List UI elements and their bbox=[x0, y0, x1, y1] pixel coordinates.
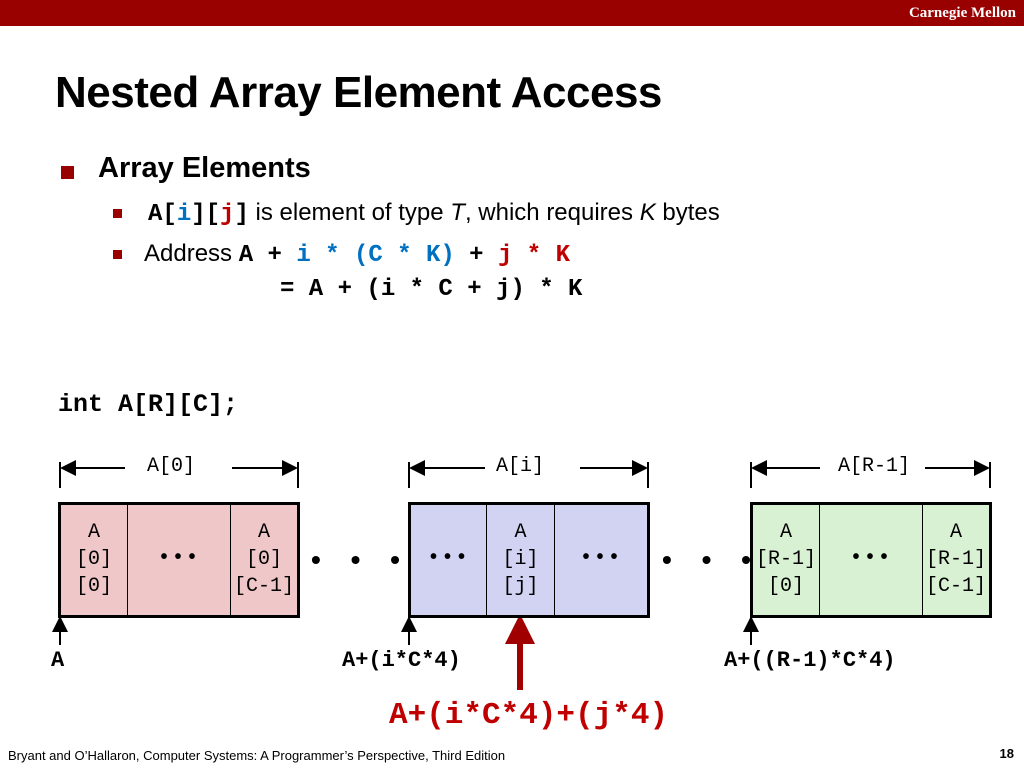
address-label: Address bbox=[144, 240, 239, 267]
sub-bullet-element-type: A[i][j] is element of type T, which requ… bbox=[148, 199, 720, 228]
address-formula-line2: = A + (i * C + j) * K bbox=[280, 276, 583, 303]
code-a-open: A[ bbox=[148, 201, 177, 228]
address-base: A + bbox=[238, 242, 297, 269]
code-close: ] bbox=[234, 201, 249, 228]
row-label-ai: A[i] bbox=[496, 455, 545, 478]
cell-text: [0] bbox=[75, 548, 112, 571]
element-ellipsis: ••• bbox=[819, 504, 923, 616]
address-ai: A+(i*C*4) bbox=[342, 648, 461, 673]
target-address: A+(i*C*4)+(j*4) bbox=[389, 698, 669, 733]
element-a-i-j: A [i] [j] bbox=[486, 504, 555, 616]
address-ar1: A+((R-1)*C*4) bbox=[724, 648, 896, 673]
text-part: is element of type bbox=[248, 199, 451, 226]
code-mid: ][ bbox=[191, 201, 221, 228]
cell-text: [0] bbox=[75, 575, 112, 598]
element-ellipsis: ••• bbox=[127, 504, 231, 616]
outer-ellipsis: • • • bbox=[311, 544, 411, 575]
bullet-array-elements: Array Elements bbox=[98, 152, 311, 184]
slide-title: Nested Array Element Access bbox=[55, 68, 662, 117]
cell-text: [i] bbox=[502, 548, 539, 571]
address-col-offset: j * K bbox=[497, 242, 570, 269]
element-a-r1-c1: A [R-1] [C-1] bbox=[922, 504, 990, 616]
element-a-r1-0: A [R-1] [0] bbox=[752, 504, 820, 616]
cell-text: [0] bbox=[245, 548, 282, 571]
text-part: bytes bbox=[655, 199, 720, 226]
type-t: T bbox=[450, 199, 465, 226]
cell-text: A bbox=[257, 521, 270, 544]
element-ellipsis: ••• bbox=[554, 504, 648, 616]
sub-bullet-square bbox=[113, 209, 122, 218]
code-i: i bbox=[176, 201, 192, 228]
row-label-a0: A[0] bbox=[147, 455, 196, 478]
cell-text: [R-1] bbox=[755, 548, 816, 571]
bytes-k: K bbox=[639, 199, 656, 226]
row-label-ar1: A[R-1] bbox=[838, 455, 911, 478]
sub-bullet-address: Address A + i * (C * K) + j * K bbox=[144, 240, 570, 269]
cell-text: A bbox=[949, 521, 962, 544]
element-a-0-c1: A [0] [C-1] bbox=[230, 504, 298, 616]
cell-text: [j] bbox=[502, 575, 539, 598]
array-declaration: int A[R][C]; bbox=[58, 390, 239, 419]
cell-text: [R-1] bbox=[925, 548, 986, 571]
top-banner: Carnegie Mellon bbox=[0, 0, 1024, 26]
address-row-offset: i * (C * K) bbox=[296, 242, 455, 269]
cell-text: A bbox=[779, 521, 792, 544]
bullet-square bbox=[61, 166, 74, 179]
code-j: j bbox=[220, 201, 235, 228]
cell-text: [C-1] bbox=[233, 575, 294, 598]
page-number: 18 bbox=[999, 746, 1014, 761]
element-a-0-0: A [0] [0] bbox=[60, 504, 128, 616]
brand-label: Carnegie Mellon bbox=[908, 5, 1016, 21]
address-plus: + bbox=[454, 242, 498, 269]
cell-text: A bbox=[87, 521, 100, 544]
text-part: , which requires bbox=[464, 199, 640, 226]
outer-ellipsis: • • • bbox=[662, 544, 762, 575]
cell-text: [C-1] bbox=[925, 575, 986, 598]
footer-credit: Bryant and O’Hallaron, Computer Systems:… bbox=[8, 748, 506, 763]
cell-text: [0] bbox=[767, 575, 804, 598]
address-a: A bbox=[51, 648, 65, 673]
cell-text: A bbox=[514, 521, 527, 544]
element-ellipsis: ••• bbox=[410, 504, 487, 616]
sub-bullet-square bbox=[113, 250, 122, 259]
